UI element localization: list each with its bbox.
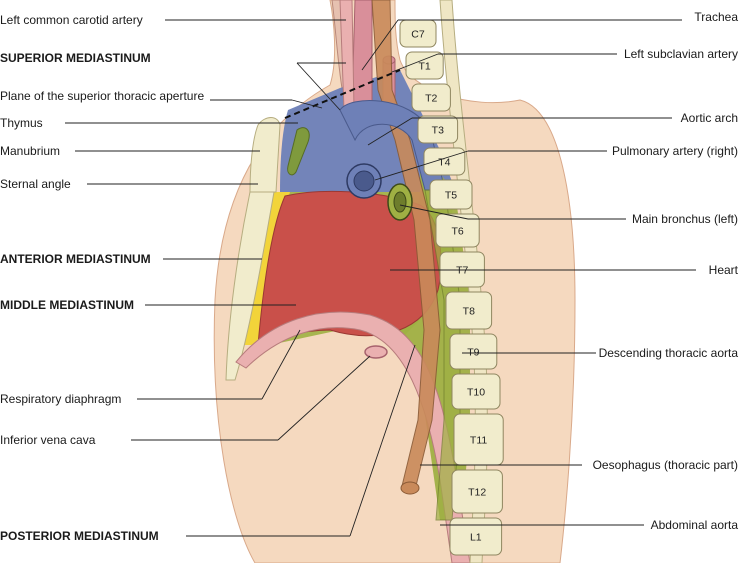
thymus bbox=[287, 127, 310, 176]
vertebra-t1 bbox=[405, 51, 444, 80]
label-abdominal-aorta: Abdominal aorta bbox=[651, 518, 739, 532]
label-heart: Heart bbox=[709, 263, 739, 277]
label-respiratory-diaphragm: Respiratory diaphragm bbox=[0, 392, 121, 406]
label-descending-thoracic-aorta: Descending thoracic aorta bbox=[599, 346, 739, 360]
vertebra-label-t9: T9 bbox=[467, 347, 479, 359]
vertebra-label-t8: T8 bbox=[463, 306, 475, 318]
vertebra-t5 bbox=[429, 179, 473, 210]
vertebra-t7 bbox=[439, 251, 485, 288]
label-left-common-carotid-artery: Left common carotid artery bbox=[0, 13, 143, 27]
label-sternal-angle: Sternal angle bbox=[0, 177, 71, 191]
label-oesophagus-thoracic-part: Oesophagus (thoracic part) bbox=[593, 458, 738, 472]
vertebra-t6 bbox=[435, 213, 480, 248]
label-inferior-vena-cava: Inferior vena cava bbox=[0, 433, 96, 447]
vertebra-label-l1: L1 bbox=[470, 532, 482, 544]
label-middle-mediastinum: MIDDLE MEDIASTINUM bbox=[0, 298, 134, 312]
vertebra-label-t6: T6 bbox=[451, 226, 463, 238]
oesophagus-cut bbox=[400, 481, 420, 495]
vertebra-t9 bbox=[449, 333, 498, 370]
vertebra-label-t12: T12 bbox=[468, 487, 486, 499]
vertebra-label-t5: T5 bbox=[445, 190, 457, 202]
label-anterior-mediastinum: ANTERIOR MEDIASTINUM bbox=[0, 252, 151, 266]
superior-thoracic-aperture-plane bbox=[284, 69, 401, 119]
inferior-vena-cava bbox=[364, 345, 388, 359]
label-manubrium: Manubrium bbox=[0, 144, 60, 158]
leader-lines bbox=[65, 19, 696, 537]
label-superior-thoracic-aperture: Plane of the superior thoracic aperture bbox=[0, 89, 204, 103]
vertebra-t3 bbox=[417, 115, 459, 144]
label-aortic-arch: Aortic arch bbox=[681, 111, 738, 125]
label-pulmonary-artery-right: Pulmonary artery (right) bbox=[612, 144, 738, 158]
label-posterior-mediastinum: POSTERIOR MEDIASTINUM bbox=[0, 529, 159, 543]
label-superior-mediastinum: SUPERIOR MEDIASTINUM bbox=[0, 51, 151, 65]
vertebra-label-t3: T3 bbox=[432, 125, 444, 137]
vertebra-t10 bbox=[451, 373, 501, 410]
vertebra-l1 bbox=[449, 517, 503, 556]
label-thymus: Thymus bbox=[0, 116, 43, 130]
label-main-bronchus-left: Main bronchus (left) bbox=[632, 212, 738, 226]
vertebra-label-t11: T11 bbox=[470, 435, 487, 447]
vertebra-label-t2: T2 bbox=[425, 93, 437, 105]
label-left-subclavian-artery: Left subclavian artery bbox=[624, 47, 738, 61]
label-trachea: Trachea bbox=[694, 10, 738, 24]
vertebra-label-t1: T1 bbox=[418, 61, 430, 73]
vertebra-label-c7: C7 bbox=[411, 29, 425, 41]
vertebra-label-t10: T10 bbox=[467, 387, 485, 399]
vertebra-label-t7: T7 bbox=[456, 265, 468, 277]
vertebra-t2 bbox=[411, 83, 451, 112]
diaphragm bbox=[235, 311, 471, 563]
vertebra-t8 bbox=[445, 291, 493, 330]
sternum-body bbox=[225, 191, 275, 381]
vertebra-t12 bbox=[451, 469, 503, 514]
manubrium bbox=[249, 117, 281, 193]
